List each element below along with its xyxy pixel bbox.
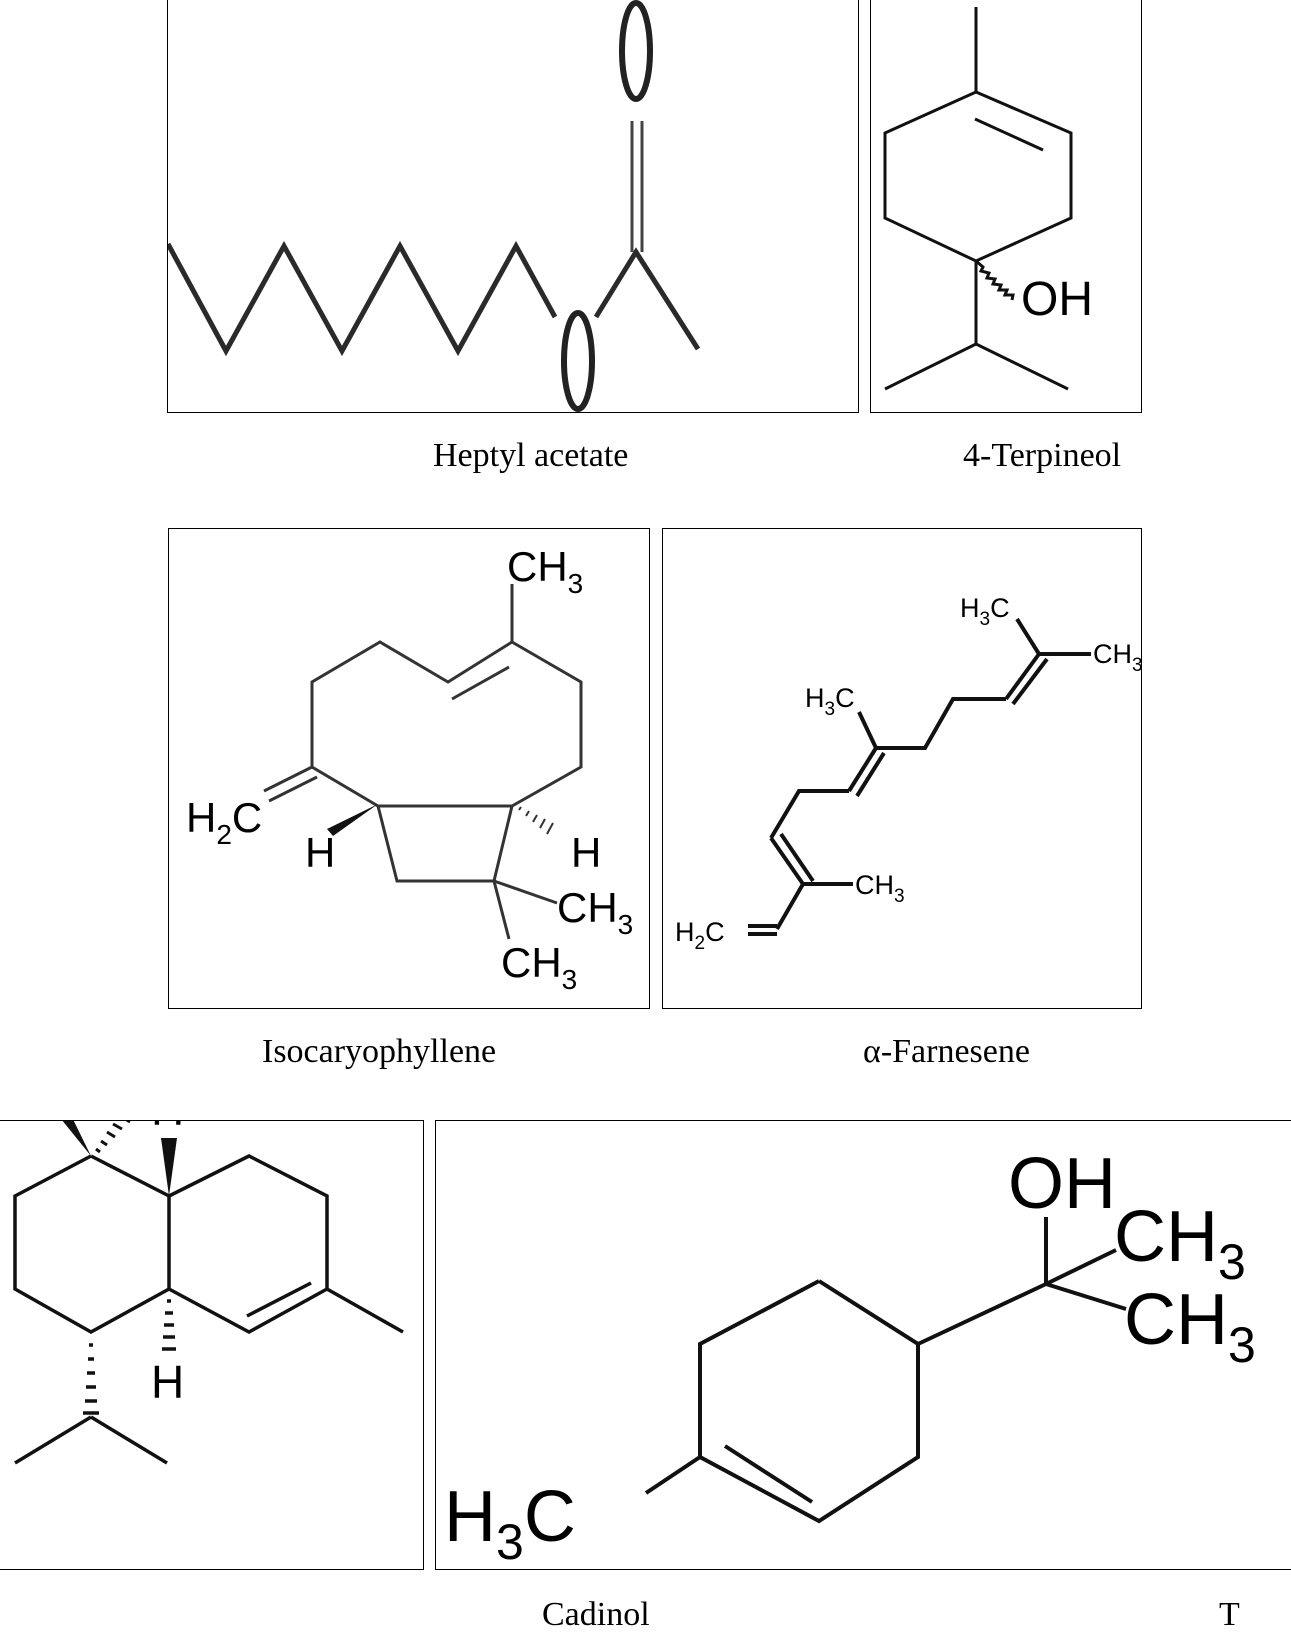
heptyl-acetate-drawing [168, 0, 701, 412]
methyl-hash-bond [95, 1121, 131, 1154]
caption-heptyl-acetate: Heptyl acetate [433, 437, 629, 474]
h-wedge-bond [161, 1138, 177, 1196]
hash-bond [518, 806, 554, 835]
cadinol-drawing: HO H H [13, 1121, 404, 1465]
h3c-mid-label: H3C [805, 683, 855, 720]
wedge-bond [327, 804, 378, 836]
alpha-farnesene-drawing: H3C CH3 H3C CH3 H2C [675, 593, 1142, 954]
ch3-right-label: CH3 [557, 884, 633, 940]
h-left-label: H [305, 829, 335, 876]
ch3-low-label: CH3 [855, 870, 905, 907]
caption-isocaryophyllene: Isocaryophyllene [262, 1033, 497, 1070]
h-bottom-label: H [151, 1356, 184, 1408]
ch3-upper-label: CH3 [1114, 1197, 1246, 1290]
4-terpineol-structure: OH [870, 0, 1142, 413]
h-hash-bond [162, 1299, 176, 1351]
isocaryophyllene-drawing: CH3 H2C H H CH3 CH3 [186, 543, 633, 995]
h-top-label: H [151, 1121, 184, 1135]
ch3-lower-label: CH3 [1124, 1280, 1256, 1373]
oh-label: OH [1008, 1144, 1116, 1224]
ch3-top-right-label: CH3 [1093, 639, 1142, 676]
isocaryophyllene-structure: CH3 H2C H H CH3 CH3 [168, 528, 650, 1009]
ch3-bottom-label: CH3 [501, 939, 577, 995]
h3c-top-label: H3C [960, 593, 1010, 630]
isopropyl-hash-bond [83, 1343, 99, 1415]
caption-terpineol: T [1219, 1596, 1240, 1633]
h3c-label: H3C [444, 1477, 576, 1570]
h-right-label: H [571, 829, 601, 876]
h2c-label: H2C [186, 794, 262, 850]
h2c-label: H2C [675, 917, 725, 954]
ester-oxygen [561, 310, 595, 412]
terpineol-structure: OH CH3 CH3 H3C [435, 1120, 1291, 1570]
caption-cadinol: Cadinol [542, 1596, 650, 1633]
ch3-top-label: CH3 [507, 543, 583, 599]
cadinol-structure: HO H H [0, 1120, 424, 1570]
terpineol-drawing: OH CH3 CH3 H3C [444, 1144, 1256, 1570]
alpha-farnesene-structure: H3C CH3 H3C CH3 H2C [662, 528, 1142, 1009]
hydroxyl-label: OH [1021, 273, 1093, 326]
4-terpineol-drawing: OH [883, 7, 1093, 391]
caption-alpha-farnesene: α-Farnesene [863, 1033, 1030, 1070]
heptyl-acetate-structure [167, 0, 859, 413]
caption-4-terpineol: 4-Terpineol [963, 437, 1122, 474]
oh-wedge-bond [62, 1121, 91, 1156]
carbonyl-oxygen [619, 0, 653, 102]
